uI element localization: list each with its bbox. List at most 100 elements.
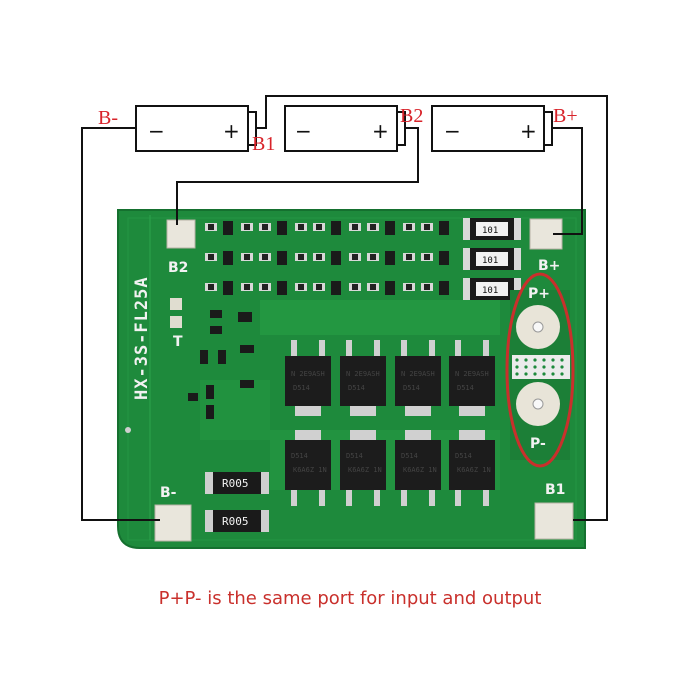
via-dot xyxy=(524,358,528,362)
mosfet-marking: N 2E9ASH xyxy=(291,370,325,378)
via-dot xyxy=(533,358,537,362)
smd-resistor-body xyxy=(424,284,430,290)
mosfet-marking: D514 xyxy=(455,452,472,460)
smd-resistor-body xyxy=(316,254,322,260)
smd-resistor-body xyxy=(352,224,358,230)
balance-components xyxy=(205,221,449,295)
via-dot xyxy=(551,372,555,376)
mosfet: N 2E9ASH D514 xyxy=(395,340,441,416)
smd-transistor xyxy=(223,281,233,295)
via-dot xyxy=(515,365,519,369)
smd-resistor-body xyxy=(316,224,322,230)
smd-resistor-body xyxy=(424,254,430,260)
via-dot xyxy=(515,358,519,362)
svg-text:R005: R005 xyxy=(222,477,249,490)
smd-transistor xyxy=(331,251,341,265)
smd-transistor xyxy=(277,221,287,235)
smd-transistor xyxy=(223,221,233,235)
battery-cell-2: − + xyxy=(284,105,406,152)
balance-resistor-1: 101 xyxy=(463,218,521,240)
mosfet-marking: K6A6Z 1N xyxy=(457,466,491,474)
smd-resistor-body xyxy=(208,254,214,260)
mosfet-marking: D514 xyxy=(403,384,420,392)
mosfet-marking: D514 xyxy=(291,452,308,460)
smd-resistor-body xyxy=(298,224,304,230)
smd-resistor-body xyxy=(352,254,358,260)
label-b-minus: B- xyxy=(98,107,118,129)
mosfet-marking: K6A6Z 1N xyxy=(403,466,437,474)
smd-transistor xyxy=(439,281,449,295)
pad-b1 xyxy=(534,502,574,540)
smd-transistor xyxy=(223,251,233,265)
smd-resistor-body xyxy=(262,224,268,230)
silk-b2: B2 xyxy=(168,260,188,276)
svg-text:+: + xyxy=(372,119,389,143)
smd-resistor-body xyxy=(244,254,250,260)
smd-resistor-body xyxy=(244,224,250,230)
silk-b-minus: B- xyxy=(160,485,177,501)
pad-b-plus xyxy=(529,218,563,250)
smd-transistor xyxy=(331,221,341,235)
svg-text:−: − xyxy=(295,119,312,143)
silk-t: T xyxy=(173,334,183,350)
mosfet-marking: N 2E9ASH xyxy=(401,370,435,378)
mosfet-marking: N 2E9ASH xyxy=(455,370,489,378)
mosfet-marking: N 2E9ASH xyxy=(346,370,380,378)
via-dot xyxy=(542,365,546,369)
silk-b1: B1 xyxy=(545,482,565,498)
via-dot xyxy=(533,372,537,376)
shunt-resistor-bottom: R005 xyxy=(205,510,269,532)
smd-resistor-body xyxy=(370,224,376,230)
smd-resistor-body xyxy=(406,284,412,290)
board-model-label: HX-3S-FL25A xyxy=(132,276,152,400)
via-dot xyxy=(515,372,519,376)
smd-resistor-body xyxy=(406,224,412,230)
smd-transistor xyxy=(385,281,395,295)
balance-resistor-3: 101 xyxy=(463,278,521,300)
battery-cell-3: − + xyxy=(431,105,553,152)
smd-resistor-body xyxy=(298,284,304,290)
smd-resistor-body xyxy=(352,284,358,290)
via-dot xyxy=(542,358,546,362)
mosfet-marking: D514 xyxy=(401,452,418,460)
via-dot xyxy=(524,372,528,376)
via-dot xyxy=(524,365,528,369)
small-smd-parts xyxy=(188,310,254,419)
smd-resistor-body xyxy=(316,284,322,290)
mosfet-marking: D514 xyxy=(346,452,363,460)
via-dot xyxy=(551,358,555,362)
smd-transistor xyxy=(439,221,449,235)
pad-b2 xyxy=(166,219,196,249)
pad-b-minus xyxy=(154,504,192,542)
smd-transistor xyxy=(439,251,449,265)
balance-resistor-2: 101 xyxy=(463,248,521,270)
smd-resistor-body xyxy=(262,284,268,290)
smd-transistor xyxy=(331,281,341,295)
svg-text:R005: R005 xyxy=(222,515,249,528)
svg-text:+: + xyxy=(520,119,537,143)
mosfet-marking: K6A6Z 1N xyxy=(348,466,382,474)
silk-b-plus: B+ xyxy=(538,258,560,274)
smd-resistor-body xyxy=(208,224,214,230)
smd-resistor-body xyxy=(208,284,214,290)
wiring xyxy=(81,95,608,521)
svg-text:101: 101 xyxy=(482,256,498,266)
label-b1: B1 xyxy=(252,133,275,155)
svg-text:−: − xyxy=(148,119,165,143)
smd-transistor xyxy=(385,251,395,265)
smd-resistor-body xyxy=(298,254,304,260)
via-dot xyxy=(560,358,564,362)
label-b2: B2 xyxy=(400,105,423,127)
label-b-plus: B+ xyxy=(553,105,578,127)
smd-resistor-body xyxy=(370,254,376,260)
via-dot xyxy=(551,365,555,369)
svg-text:101: 101 xyxy=(482,286,498,296)
